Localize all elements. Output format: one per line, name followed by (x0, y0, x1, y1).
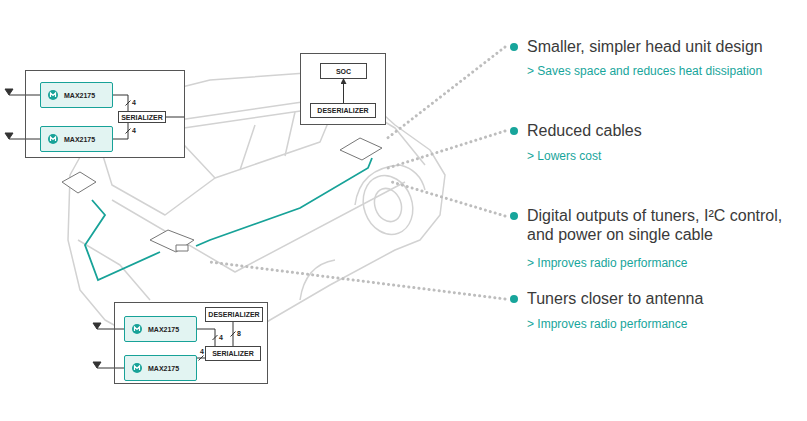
rear-wheel-arch (300, 260, 335, 300)
frame-ground (25, 70, 185, 158)
output-wire (166, 117, 185, 118)
benefit-heading: Tuners closer to antenna (527, 289, 802, 308)
bus-width: 4 (131, 99, 137, 106)
benefit-note: > Improves radio performance (527, 317, 802, 331)
bullet (510, 127, 518, 135)
block-box: SERIALIZER (205, 346, 261, 361)
tuner-module (150, 230, 194, 252)
bus-slash (231, 332, 236, 337)
benefit-heading: Digital outputs of tuners, I²C control, … (527, 206, 802, 244)
benefit-note: > Lowers cost (527, 149, 802, 163)
block-label: SOC (336, 68, 351, 75)
signal-line (197, 329, 215, 346)
antenna (93, 323, 124, 329)
signal-line (343, 79, 344, 103)
module-frame: SOC DESERIALIZER (300, 53, 386, 125)
bus-width: 8 (236, 330, 242, 337)
benefit-heading: Reduced cables (527, 121, 802, 140)
bus-slash (199, 356, 204, 361)
bullets (510, 43, 518, 303)
leader (210, 262, 505, 299)
antenna (5, 89, 40, 95)
bus-width: 4 (199, 348, 205, 355)
benefit-note: > Improves radio performance (527, 256, 802, 270)
tuner-chip: MAX2175 (40, 126, 113, 152)
wheel-hub (370, 185, 406, 226)
bus-width: 4 (218, 334, 224, 341)
cable-front (196, 158, 372, 246)
maxim-logo (48, 90, 58, 100)
bullet (510, 212, 518, 220)
leader (392, 182, 505, 216)
window-pillar (240, 112, 295, 170)
antenna (5, 133, 40, 139)
block-label: MAX2175 (148, 365, 179, 372)
leader (385, 47, 505, 140)
side-crease (112, 182, 405, 272)
maxim-logo (48, 134, 58, 144)
antenna (93, 362, 124, 368)
block-label: SERIALIZER (121, 114, 163, 121)
bullet (510, 43, 518, 51)
block-label: MAX2175 (148, 326, 179, 333)
bus-slash (213, 335, 218, 340)
cable (85, 158, 372, 280)
leader (388, 131, 505, 168)
module-frame: MAX2175MAX2175SERIALIZER (25, 70, 185, 158)
leader-lines (210, 47, 505, 299)
connector (176, 245, 188, 251)
block-label: MAX2175 (64, 136, 95, 143)
antennas (5, 89, 185, 368)
module-frame: MAX2175MAX2175DESERIALIZERSERIALIZER (114, 302, 268, 384)
block-label: DESERIALIZER (317, 107, 368, 114)
rear-bumper (78, 240, 150, 300)
block-label: DESERIALIZER (208, 311, 259, 318)
signal-line (113, 123, 128, 139)
frame-ground (114, 302, 268, 384)
tuner-chip: MAX2175 (124, 316, 197, 342)
benefit-heading: Smaller, simpler head unit design (527, 37, 802, 56)
frame-grounds (25, 53, 386, 384)
block-box: DESERIALIZER (205, 307, 263, 322)
bus-slash (126, 129, 131, 134)
rear-module (62, 172, 96, 193)
tuner-chip: MAX2175 (40, 82, 113, 108)
bullet (510, 295, 518, 303)
tuner-chip: MAX2175 (124, 355, 197, 381)
cable-rear (85, 200, 160, 280)
bus-slash (126, 101, 131, 106)
block-box: DESERIALIZER (310, 103, 376, 118)
bus-width: 4 (131, 127, 137, 134)
block-label: MAX2175 (64, 92, 95, 99)
maxim-logo (132, 324, 142, 334)
block-box: SOC (320, 63, 367, 79)
block-box: SERIALIZER (118, 111, 166, 123)
frame-ground (300, 53, 386, 125)
signal-line (113, 95, 128, 111)
benefit-note: > Saves space and reduces heat dissipati… (527, 64, 802, 78)
head-unit (340, 138, 382, 160)
maxim-logo (132, 363, 142, 373)
wheel-arch (355, 165, 425, 205)
block-label: SERIALIZER (212, 350, 254, 357)
